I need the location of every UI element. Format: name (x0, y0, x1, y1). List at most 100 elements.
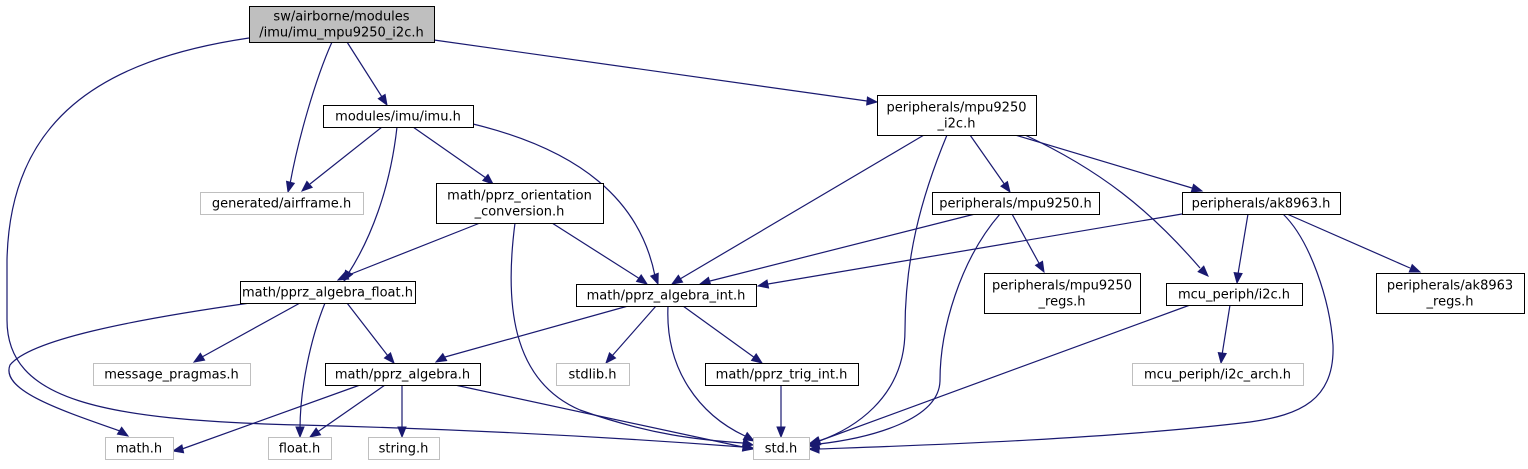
edge-line (679, 134, 925, 280)
node-imu[interactable]: modules/imu/imu.h (323, 105, 474, 128)
edge-line (767, 213, 1183, 285)
edge-ak-to-alg_int (756, 213, 1183, 289)
arrowhead-icon (116, 426, 130, 437)
arrowhead-icon (635, 274, 649, 285)
edge-line (818, 134, 948, 442)
edge-orient-to-alg_float (336, 222, 481, 281)
node-alg-int[interactable]: math/pprz_algebra_int.h (576, 284, 757, 307)
node-box (753, 437, 810, 460)
node-mpu[interactable]: peripherals/mpu9250.h (932, 192, 1100, 215)
node-box (1132, 363, 1304, 386)
arrowhead-icon (383, 351, 395, 365)
edge-alg_int-to-std (667, 305, 756, 442)
node-alg-float[interactable]: math/pprz_algebra_float.h (240, 281, 416, 304)
edge-orient-to-std (510, 222, 755, 448)
node-label: peripherals/mpu9250 (992, 279, 1132, 294)
node-label: string.h (379, 442, 429, 457)
edge-line (818, 213, 1334, 450)
node-label: math/pprz_algebra.h (335, 368, 470, 383)
arrowhead-icon (756, 279, 770, 289)
node-label: _regs.h (1038, 295, 1086, 310)
node-box (240, 281, 416, 304)
node-root[interactable]: sw/airborne/modules/imu/imu_mpu9250_i2c.… (249, 6, 435, 43)
node-box (93, 363, 251, 386)
node-label: peripherals/mpu9250 (886, 101, 1026, 116)
edge-line (472, 123, 656, 277)
edge-root-to-airframe (285, 41, 333, 194)
node-label: message_pragmas.h (104, 368, 239, 383)
arrowhead-icon (605, 351, 617, 365)
edge-line (969, 134, 1006, 186)
node-box (325, 363, 481, 386)
edge-line (1011, 213, 1041, 266)
arrowhead-icon (1000, 180, 1011, 194)
node-alg[interactable]: math/pprz_algebra.h (325, 363, 481, 386)
edge-imu-to-airframe (300, 126, 383, 192)
node-box (249, 6, 435, 43)
edge-trig-to-std (776, 385, 786, 439)
node-ak-regs[interactable]: peripherals/ak8963_regs.h (1376, 273, 1525, 314)
edge-mpu_i2c-to-ak (1014, 134, 1204, 193)
edge-line (299, 302, 326, 430)
edge-i2c-to-i2c_arch (1217, 304, 1231, 365)
arrowhead-icon (285, 180, 296, 194)
node-box (705, 363, 859, 386)
edge-line (444, 305, 629, 358)
arrowhead-icon (1233, 272, 1243, 285)
arrowhead-icon (741, 442, 755, 452)
edge-root-to-imu (346, 41, 388, 107)
edge-ak-to-i2c (1233, 213, 1249, 285)
node-math: math.h (105, 437, 174, 460)
edge-line (345, 222, 481, 277)
arrowhead-icon (698, 276, 712, 286)
edge-alg-to-math (171, 384, 361, 454)
arrowhead-icon (807, 444, 820, 454)
edge-line (289, 41, 333, 185)
node-box (1182, 192, 1341, 215)
arrowhead-icon (1408, 263, 1422, 273)
node-mpu-regs[interactable]: peripherals/mpu9250_regs.h (984, 273, 1141, 314)
arrowhead-icon (1197, 265, 1209, 277)
node-label: peripherals/ak8963 (1387, 279, 1513, 294)
node-box (1166, 283, 1303, 306)
edge-imu-to-orient (412, 126, 495, 185)
node-box (368, 437, 440, 460)
edge-alg-to-string (397, 385, 407, 439)
node-box (268, 437, 332, 460)
node-label: mcu_periph/i2c.h (1178, 288, 1290, 303)
edge-ak-to-std (807, 213, 1334, 454)
node-label: peripherals/mpu9250.h (939, 197, 1091, 212)
arrowhead-icon (377, 93, 388, 107)
edge-line (1024, 134, 1201, 269)
arrowhead-icon (808, 436, 822, 446)
node-label: math/pprz_trig_int.h (716, 368, 848, 383)
node-label: peripherals/ak8963.h (1192, 197, 1331, 212)
node-string: string.h (368, 437, 440, 460)
node-orient[interactable]: math/pprz_orientation_conversion.h (436, 183, 604, 224)
edge-mpu-to-alg_int (698, 213, 976, 286)
arrowhead-icon (308, 427, 322, 438)
arrowhead-icon (1190, 183, 1204, 193)
node-box (576, 284, 757, 307)
node-box (105, 437, 174, 460)
edge-root-to-mpu_i2c (433, 39, 879, 106)
edge-alg_int-to-stdlib (605, 305, 657, 365)
edge-line (818, 304, 1191, 442)
node-i2c[interactable]: mcu_periph/i2c.h (1166, 283, 1303, 306)
node-ak[interactable]: peripherals/ak8963.h (1182, 192, 1341, 215)
edge-line (1286, 213, 1411, 269)
node-label: sw/airborne/modules (273, 10, 409, 25)
node-box (1376, 273, 1525, 314)
edge-mpu_i2c-to-std (807, 134, 948, 446)
arrowhead-icon (397, 426, 407, 439)
node-trig[interactable]: math/pprz_trig_int.h (705, 363, 859, 386)
edge-line (1221, 304, 1231, 356)
edge-line (1014, 134, 1193, 189)
edge-line (818, 213, 1001, 445)
node-label: float.h (279, 442, 321, 457)
node-mpu-i2c[interactable]: peripherals/mpu9250_i2c.h (877, 95, 1037, 136)
node-label: _i2c.h (937, 117, 976, 132)
edge-line (454, 384, 744, 448)
edge-mpu_i2c-to-alg_int (670, 134, 925, 285)
arrowhead-icon (171, 444, 185, 454)
